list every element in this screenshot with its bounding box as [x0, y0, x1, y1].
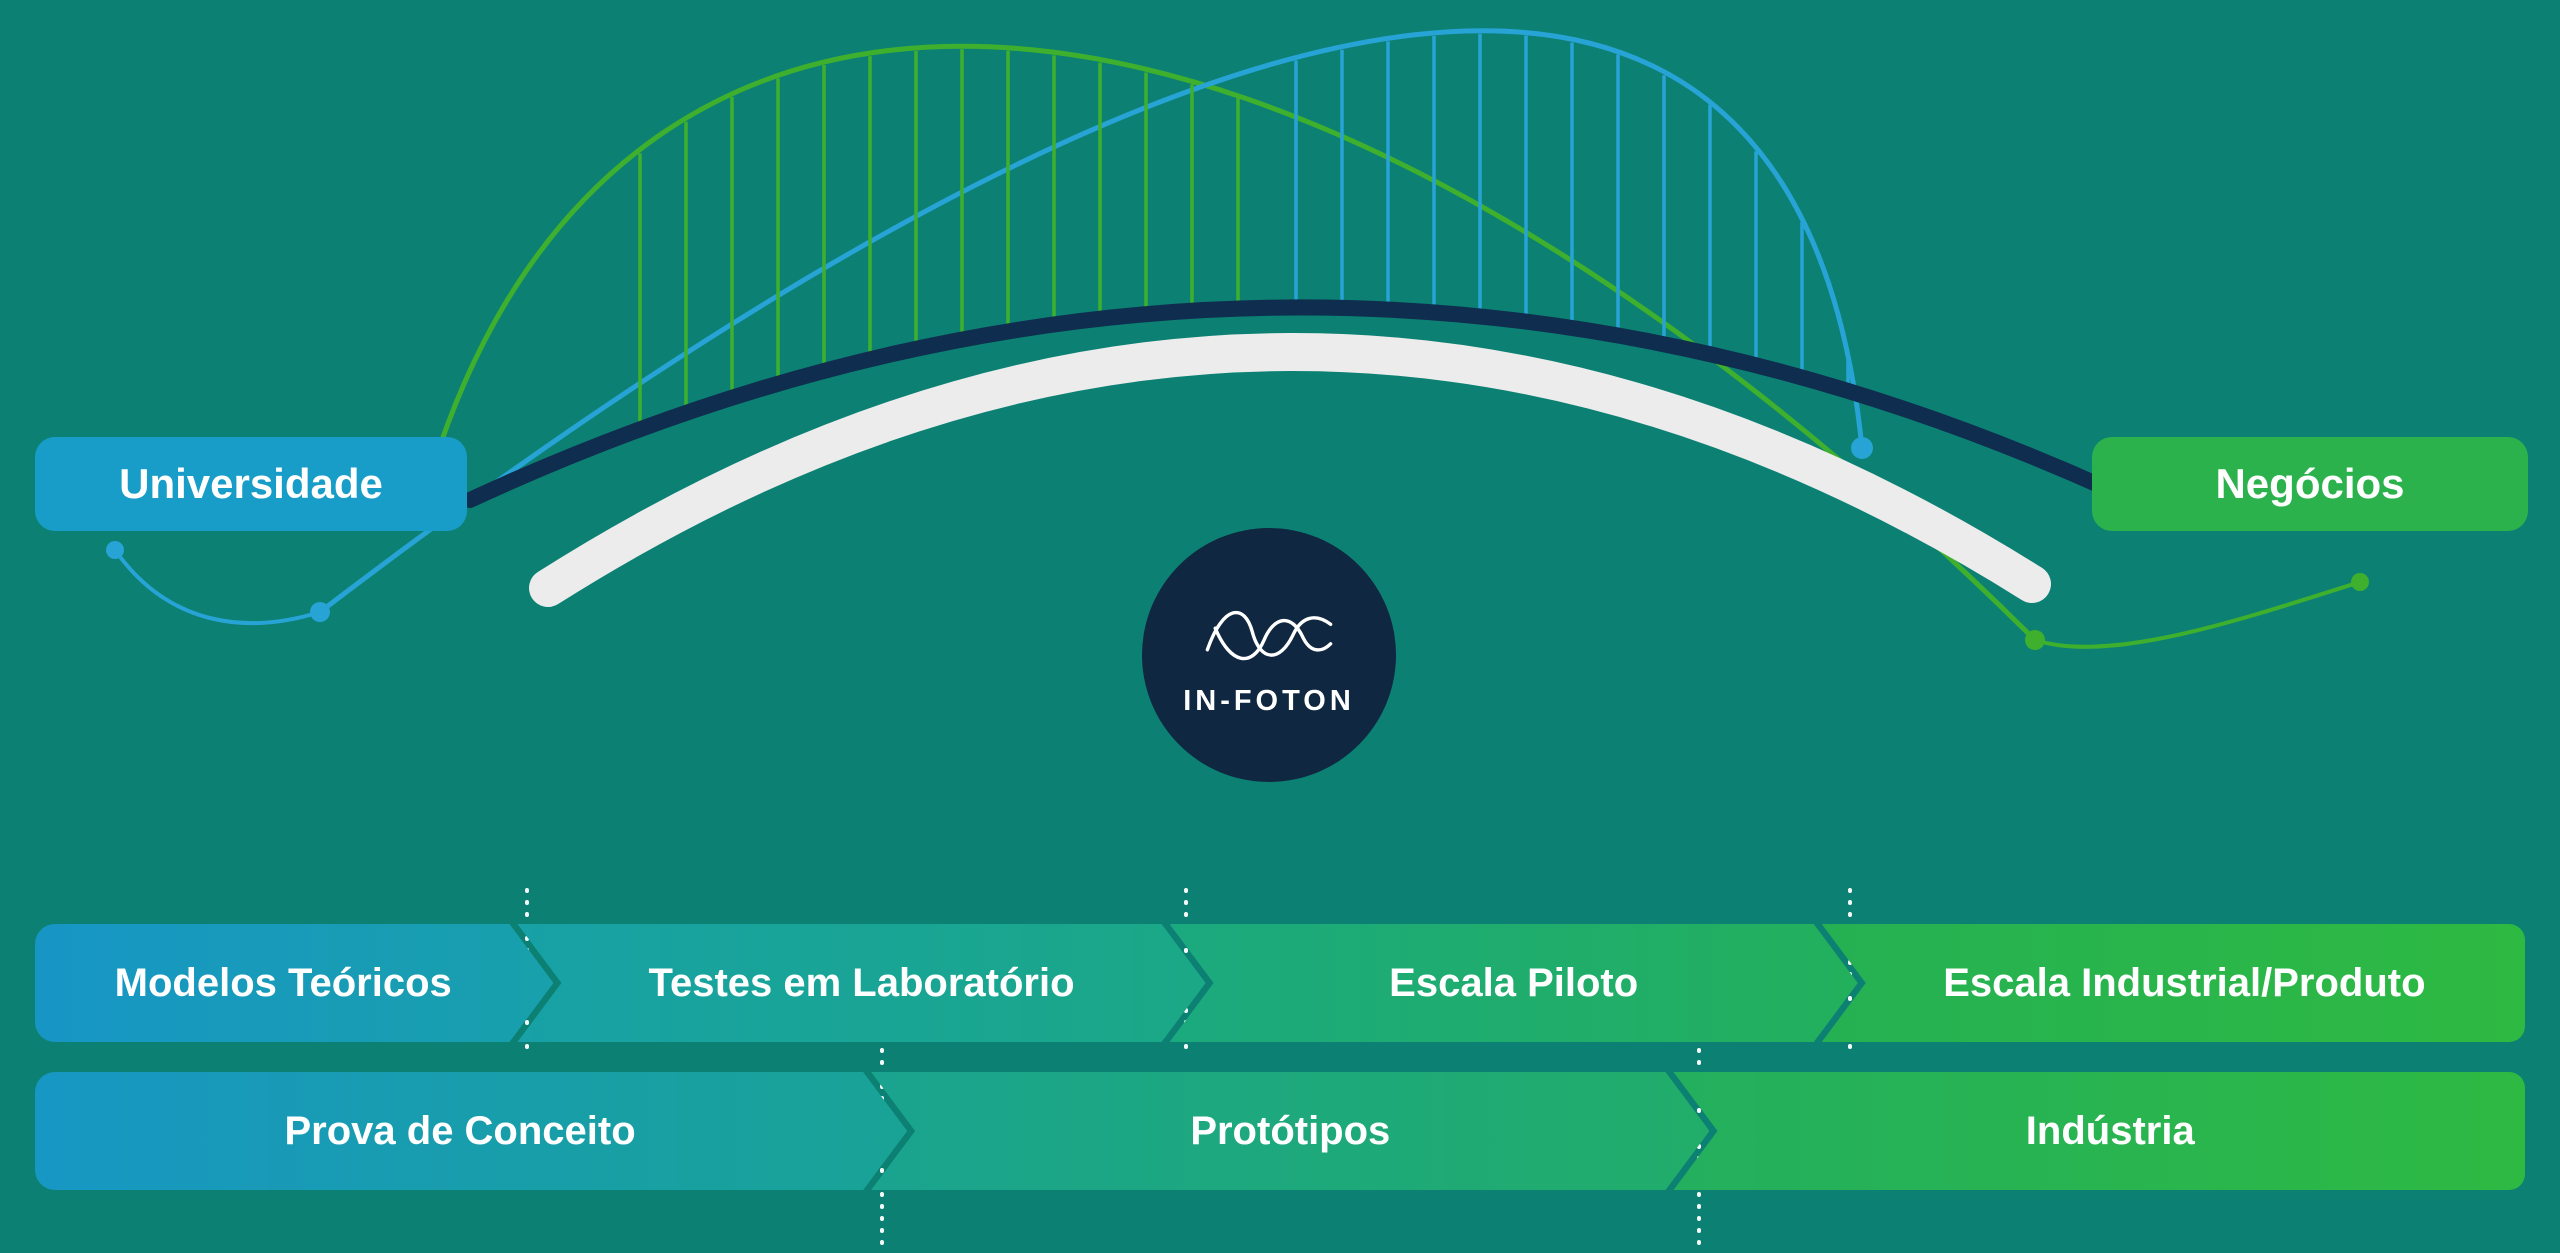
stage-label: Modelos Teóricos [114, 960, 452, 1005]
stage-label: Escala Industrial/Produto [1943, 960, 2426, 1005]
stage-label: Escala Piloto [1389, 960, 1639, 1005]
anchor-dot-green [2025, 630, 2045, 650]
infoton-logo-text: IN-FOTON [1183, 684, 1355, 717]
anchor-dot-blue [106, 541, 124, 559]
infoton-wave-icon [1205, 610, 1333, 660]
bridge-deck-navy-arc [462, 299, 2118, 508]
hanger-lines-blue [1294, 33, 1850, 391]
suspension-cable-blue [317, 28, 1865, 615]
cable-tail-green [2033, 580, 2362, 649]
pipeline-row-top: Modelos Teóricos Testes em Laboratório E… [35, 924, 2525, 1042]
infoton-logo-circle: IN-FOTON [1142, 528, 1396, 782]
stage-prova-de-conceito: Prova de Conceito [35, 1072, 907, 1190]
stage-escala-piloto: Escala Piloto [1170, 924, 1858, 1042]
bridge-deck-white-arc [529, 333, 2051, 607]
pipeline-row-bottom: Prova de Conceito Protótipos Indústria [35, 1072, 2525, 1190]
stage-label: Prova de Conceito [284, 1108, 636, 1153]
stage-prototipos: Protótipos [871, 1072, 1709, 1190]
badge-negocios-label: Negócios [2215, 460, 2405, 507]
stage-label: Indústria [2025, 1108, 2195, 1153]
anchor-dot-blue [1851, 437, 1873, 459]
badge-universidade-label: Universidade [119, 460, 383, 507]
cable-tail-blue [113, 548, 322, 626]
stage-label: Protótipos [1190, 1108, 1391, 1153]
hanger-lines-green [638, 49, 1240, 430]
anchor-dot-green [2351, 573, 2369, 591]
stage-label: Testes em Laboratório [648, 960, 1075, 1005]
badge-negocios: Negócios [2092, 437, 2528, 531]
stage-industria: Indústria [1673, 1072, 2525, 1190]
badge-universidade: Universidade [35, 437, 467, 531]
stage-escala-industrial-produto: Escala Industrial/Produto [1821, 924, 2525, 1042]
stage-testes-em-laboratorio: Testes em Laboratório [517, 924, 1205, 1042]
stage-modelos-teoricos: Modelos Teóricos [35, 924, 553, 1042]
anchor-dot-blue [310, 602, 330, 622]
